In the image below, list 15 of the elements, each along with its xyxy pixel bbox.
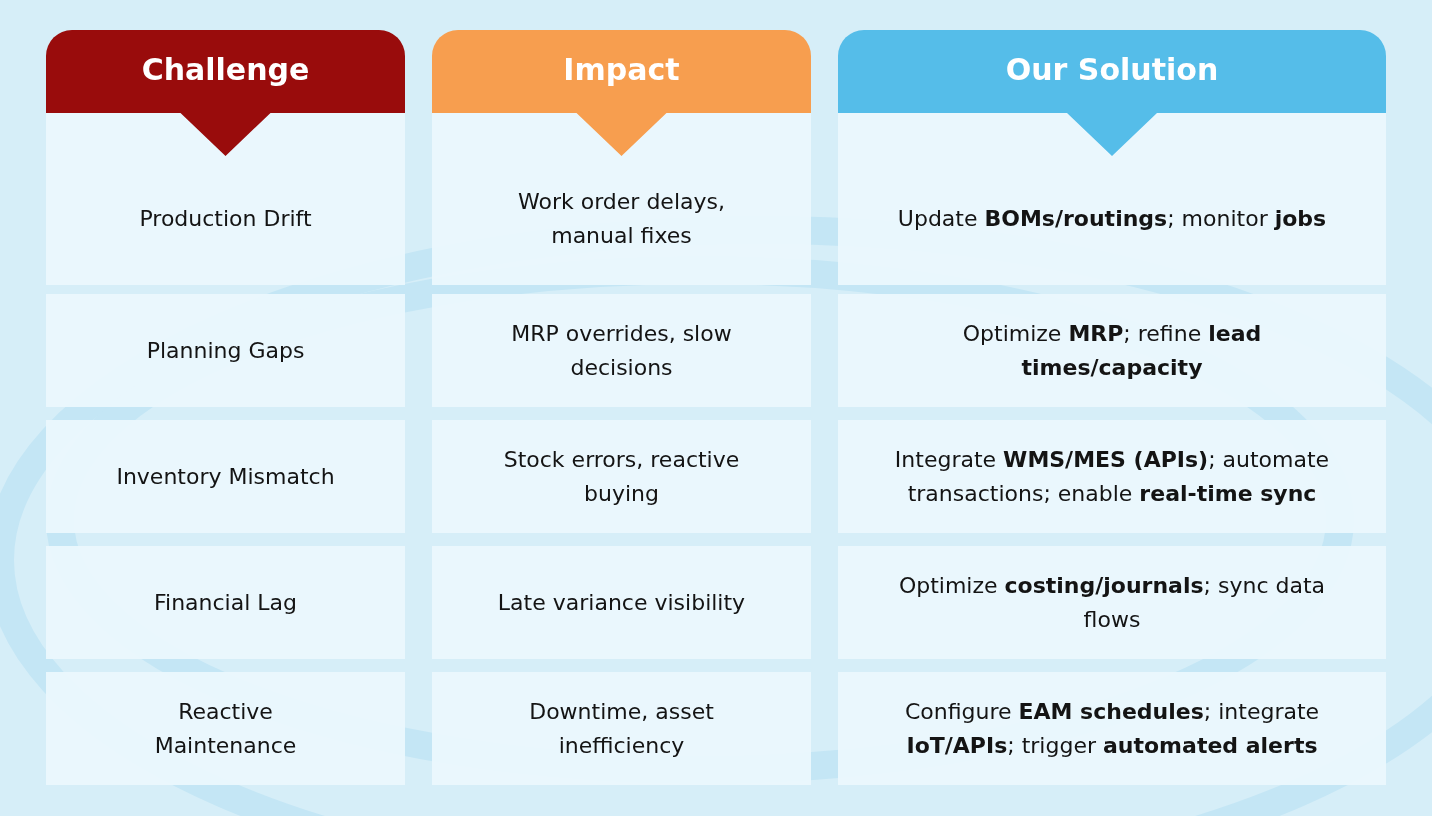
table-cell: Optimize costing/journals; sync data flows [838,546,1386,659]
table-cell: Configure EAM schedules; integrate IoT/APIs; trigger automated alerts [838,672,1386,785]
table-cell: Work order delays, manual fixes [432,113,811,285]
table-cell: Stock errors, reactive buying [432,420,811,533]
table-cell: Update BOMs/routings; monitor jobs [838,113,1386,285]
table-cell: Optimize MRP; refine lead times/capacity [838,294,1386,407]
table-cell: Late variance visibility [432,546,811,659]
table-cell: Inventory Mismatch [46,420,405,533]
table-cell: Financial Lag [46,546,405,659]
table-cell: Integrate WMS/MES (APIs); automate transactions; enable real-time sync [838,420,1386,533]
table-cell: Production Drift [46,113,405,285]
table-cell: Planning Gaps [46,294,405,407]
table-cell: MRP overrides, slow decisions [432,294,811,407]
table-cell: Downtime, asset inefficiency [432,672,811,785]
table-cell: Reactive Maintenance [46,672,405,785]
